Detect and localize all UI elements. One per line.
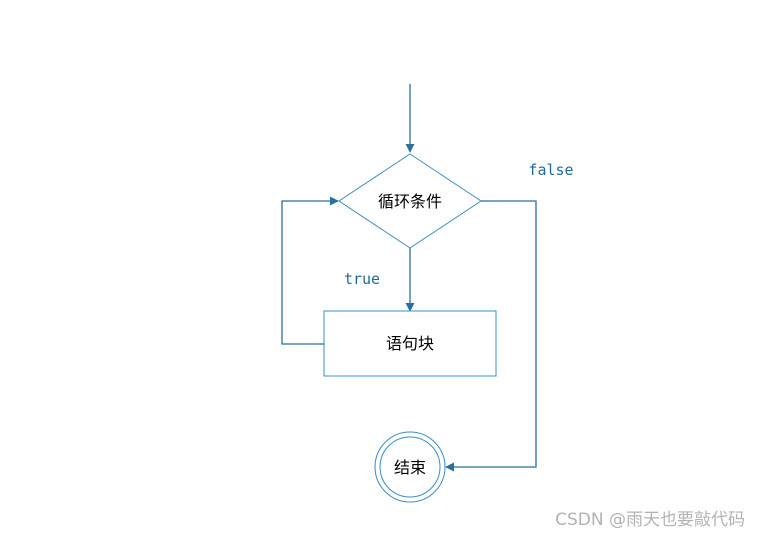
block-label: 语句块 <box>386 334 434 353</box>
true-label: true <box>344 270 380 288</box>
watermark: CSDN @雨天也要敲代码 <box>555 510 745 530</box>
false-arrow <box>445 200 537 472</box>
false-label: false <box>528 161 573 179</box>
end-inner-circle <box>379 436 441 498</box>
statement-block <box>323 310 497 377</box>
condition-label: 循环条件 <box>378 192 442 211</box>
loop-back-arrow <box>281 196 339 345</box>
end-label: 结束 <box>394 458 426 477</box>
